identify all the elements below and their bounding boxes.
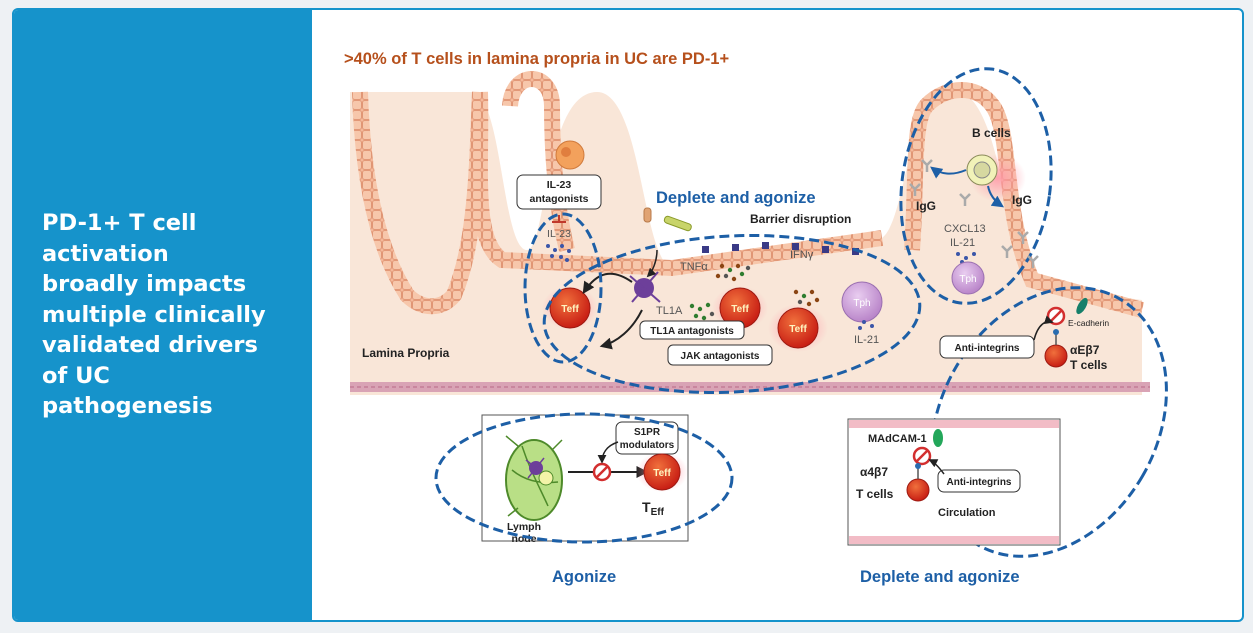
a4b7-t-cell bbox=[906, 478, 930, 502]
il21-cytokine-dots bbox=[858, 320, 874, 330]
lymph-node bbox=[505, 439, 563, 521]
epithelium-crypt-4 bbox=[904, 82, 1145, 318]
lamina-propria-label: Lamina Propria bbox=[362, 346, 450, 360]
tnfa-cytokine-dots bbox=[715, 263, 751, 282]
tl1a-label: TL1A bbox=[656, 305, 683, 317]
teff-cell bbox=[643, 453, 681, 491]
sidebar-heading-line: PD-1+ T cell bbox=[42, 210, 197, 236]
il21-crypt-label: IL-21 bbox=[950, 237, 975, 249]
ifng-label: IFNγ bbox=[790, 249, 814, 261]
agonize-bottom-label: Agonize bbox=[552, 568, 616, 586]
sidebar-heading-line: of UC bbox=[42, 362, 110, 389]
il23-label: IL-23 bbox=[547, 228, 571, 240]
tph-label: Tph bbox=[853, 298, 870, 309]
circulation-label: Circulation bbox=[938, 507, 996, 519]
teff-label: Teff bbox=[789, 324, 807, 335]
b-cell-crypt-dashed-ellipse bbox=[899, 67, 1053, 305]
sidebar-heading-line: validated drivers bbox=[42, 332, 258, 358]
sidebar-heading-line: broadly impacts bbox=[42, 271, 247, 297]
e-cadherin-label: E-cadherin bbox=[1068, 318, 1109, 328]
a4b7-label: α4β7 bbox=[860, 465, 888, 479]
s1pr-modulators-box bbox=[615, 421, 679, 455]
content-card: PD-1+ T cell activation broadly impacts … bbox=[12, 8, 1244, 622]
teff-cell bbox=[549, 287, 591, 329]
s1pr-modulators-label: modulators bbox=[620, 440, 675, 451]
s1pr-modulators-label: S1PR bbox=[634, 427, 661, 438]
anti-integrins-box bbox=[937, 469, 1021, 493]
aeb7-t-cell bbox=[1044, 344, 1068, 368]
teff-subscript-label: TEff bbox=[642, 499, 665, 518]
anti-integrins-box bbox=[939, 335, 1035, 359]
tl1a-antagonists-label: TL1A antagonists bbox=[650, 326, 734, 337]
tph-label: Tph bbox=[959, 274, 976, 285]
sidebar-heading-line: activation bbox=[42, 240, 169, 267]
sidebar-panel: PD-1+ T cell activation broadly impacts … bbox=[14, 10, 312, 620]
il23-pathway-dashed-ellipse bbox=[523, 212, 603, 364]
tl1a-antagonists-box bbox=[639, 320, 745, 340]
deplete-agonize-bottom-label: Deplete and agonize bbox=[860, 568, 1020, 586]
lymph-node-label: Lymph bbox=[507, 521, 541, 533]
teff-label: Teff bbox=[653, 468, 671, 479]
igg-label: IgG bbox=[1012, 193, 1032, 207]
il23-antagonists-label: antagonists bbox=[530, 193, 589, 205]
antibody-glyphs bbox=[909, 159, 1039, 268]
teff-cell bbox=[777, 307, 819, 349]
epithelium-surface bbox=[471, 91, 884, 277]
il23-cytokine-dots bbox=[546, 244, 571, 262]
ifng-cytokine-dots bbox=[793, 289, 820, 307]
sidebar-heading-line: pathogenesis bbox=[42, 393, 213, 419]
igg-label: IgG bbox=[916, 199, 936, 213]
a4b7-label: T cells bbox=[856, 487, 894, 501]
aeb7-label: T cells bbox=[1070, 358, 1108, 372]
deplete-agonize-top-label: Deplete and agonize bbox=[656, 189, 816, 207]
teff-label: Teff bbox=[561, 304, 579, 315]
barrier-disruption-label: Barrier disruption bbox=[750, 212, 851, 226]
jak-antagonists-box bbox=[667, 344, 773, 366]
aeb7-label: αEβ7 bbox=[1070, 343, 1100, 357]
b-cells-label: B cells bbox=[972, 126, 1011, 140]
il23-antagonists-box bbox=[516, 174, 602, 210]
sidebar-heading: PD-1+ T cell activation broadly impacts … bbox=[42, 208, 300, 422]
lymph-node-label: node bbox=[511, 533, 536, 545]
tl1a-cytokine-dots bbox=[689, 302, 715, 321]
sidebar-heading-line: multiple clinically bbox=[42, 301, 266, 328]
epithelium-crypt-3 bbox=[502, 71, 575, 252]
lp-deplete-agonize-dashed-ellipse bbox=[542, 233, 922, 395]
madcam-label: MAdCAM-1 bbox=[868, 433, 927, 445]
cxcl13-label: CXCL13 bbox=[944, 223, 986, 235]
tph-cell bbox=[951, 261, 985, 295]
il21-label: IL-21 bbox=[854, 334, 879, 346]
il23-antagonists-label: IL-23 bbox=[547, 179, 572, 191]
uc-pathogenesis-diagram: >40% of T cells in lamina propria in UC … bbox=[344, 50, 1168, 586]
agonize-dashed-ellipse bbox=[434, 412, 734, 544]
jak-antagonists-label: JAK antagonists bbox=[681, 351, 760, 362]
anti-integrins-label: Anti-integrins bbox=[955, 343, 1020, 354]
diagram-title: >40% of T cells in lamina propria in UC … bbox=[344, 50, 729, 68]
teff-label: Teff bbox=[731, 304, 749, 315]
barrier-junctions bbox=[702, 242, 859, 255]
anti-integrins-label: Anti-integrins bbox=[947, 477, 1012, 488]
tnfa-label: TNFα bbox=[680, 261, 708, 273]
